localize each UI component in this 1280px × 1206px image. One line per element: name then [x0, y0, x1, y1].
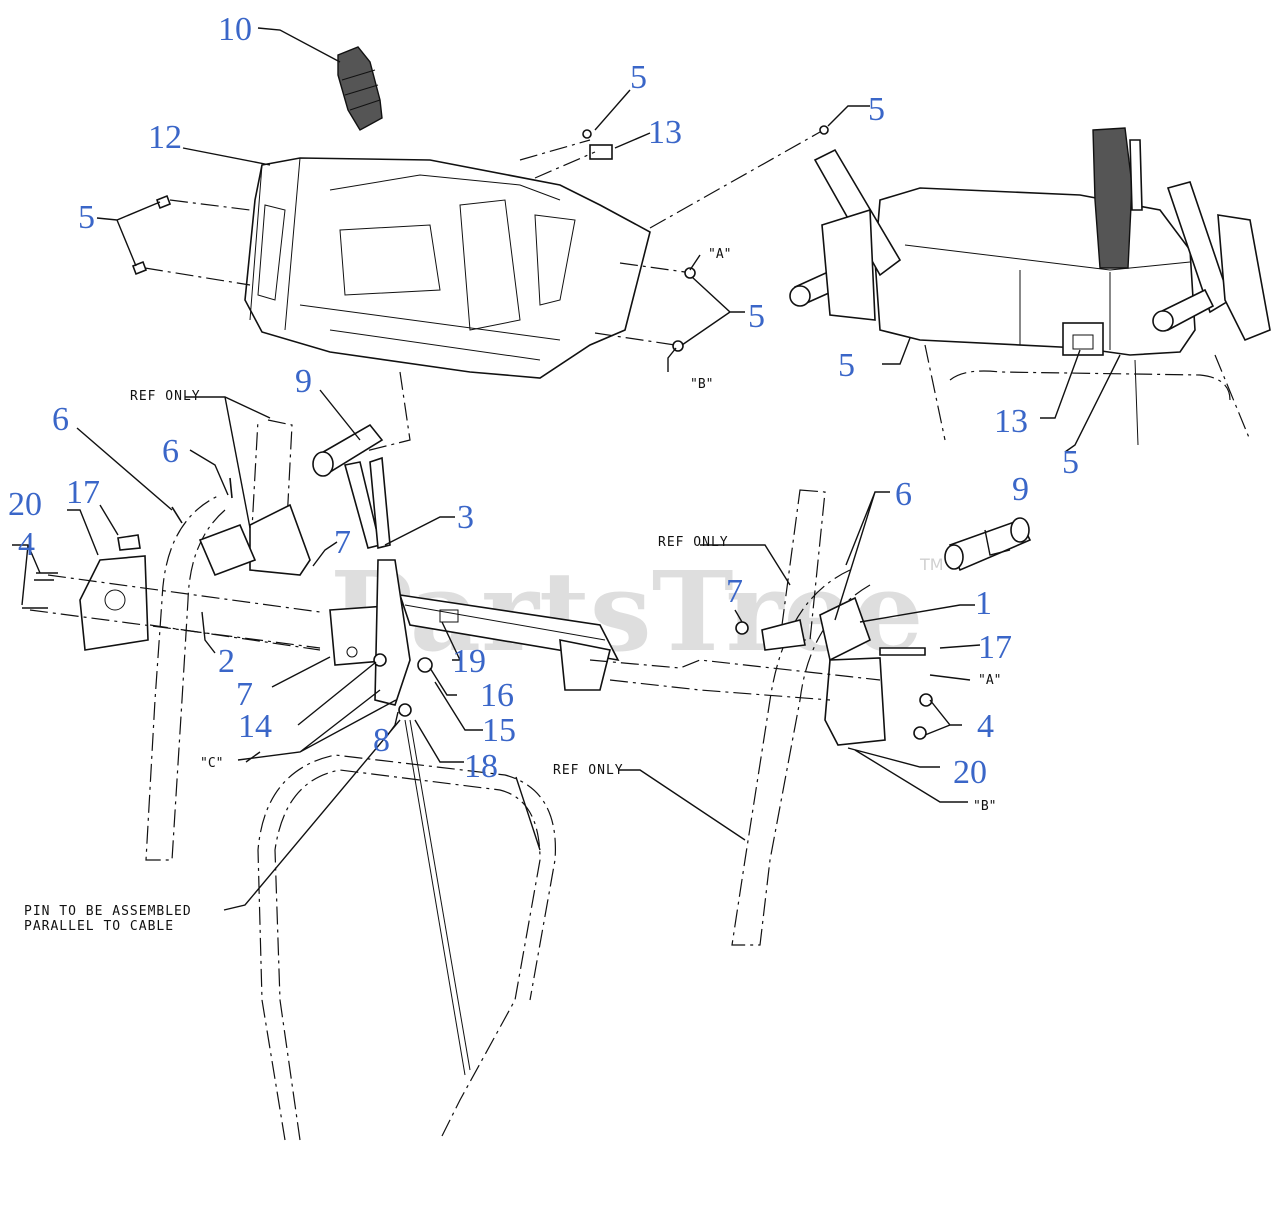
lower-handle-frame [257, 719, 557, 1141]
callout-20-b: 20 [953, 754, 987, 791]
callout-2: 2 [218, 643, 235, 680]
callout-14: 14 [238, 708, 272, 745]
callout-3: 3 [457, 499, 474, 536]
callout-12: 12 [148, 119, 182, 156]
callout-19: 19 [452, 643, 486, 680]
callout-5-c: 5 [868, 91, 885, 128]
callout-10: 10 [218, 11, 252, 48]
pin-note-line1: PIN TO BE ASSEMBLED [24, 904, 192, 919]
left-handle-assembly [22, 419, 311, 861]
marker-b-top: "B" [690, 377, 713, 392]
screw-5-e [819, 125, 829, 135]
pin-note-line2: PARALLEL TO CABLE [24, 919, 174, 934]
callout-7-b: 7 [236, 676, 253, 713]
callout-15: 15 [482, 712, 516, 749]
part-13-top [589, 144, 613, 160]
callout-5-d: 5 [748, 298, 765, 335]
markers: "A" "B" "C" "A" "B" [200, 247, 1001, 814]
marker-a-right: "A" [978, 673, 1001, 688]
control-panel-cover [244, 157, 651, 379]
watermark-tm: TM [919, 555, 944, 574]
marker-b-right: "B" [973, 799, 996, 814]
callout-18: 18 [464, 748, 498, 785]
callout-5-e: 5 [838, 347, 855, 384]
grip-9-left [312, 423, 384, 477]
ref-only-bottom: REF ONLY [553, 763, 624, 778]
shift-handle [337, 46, 383, 131]
assembled-view [789, 127, 1271, 446]
callout-6-a: 6 [52, 401, 69, 438]
callout-20-a: 20 [8, 486, 42, 523]
shift-bracket [329, 456, 620, 717]
ref-only-right: REF ONLY [658, 535, 729, 550]
screw-5-b1 [155, 194, 172, 210]
notes: REF ONLY REF ONLY REF ONLY PIN TO BE ASS… [24, 389, 729, 934]
callout-13-b: 13 [994, 403, 1028, 440]
callout-5-a: 5 [630, 59, 647, 96]
callout-7-a: 7 [334, 524, 351, 561]
screw-5-c [684, 267, 696, 279]
callout-4-b: 4 [977, 708, 994, 745]
leader-lines [12, 27, 1121, 911]
screw-5-a [582, 129, 592, 139]
callout-4-a: 4 [18, 526, 35, 563]
callout-16: 16 [480, 677, 514, 714]
callout-9-left: 9 [295, 363, 312, 400]
marker-a-top: "A" [708, 247, 731, 262]
callout-8: 8 [373, 722, 390, 759]
callout-17-b: 17 [978, 629, 1012, 666]
callout-6-c: 6 [895, 476, 912, 513]
grip-9-right [944, 517, 1032, 572]
right-handle-assembly [731, 489, 933, 946]
callout-13-a: 13 [648, 114, 682, 151]
callout-7-c: 7 [726, 573, 743, 610]
marker-c-left: "C" [200, 756, 223, 771]
callouts: 10 5 13 12 5 5 5 5 13 5 9 6 6 20 17 4 3 … [8, 11, 1079, 791]
ref-only-left: REF ONLY [130, 389, 201, 404]
callout-1: 1 [975, 585, 992, 622]
callout-17-a: 17 [66, 474, 100, 511]
callout-6-b: 6 [162, 433, 179, 470]
callout-9-right: 9 [1012, 471, 1029, 508]
callout-5-f: 5 [1062, 444, 1079, 481]
callout-5-b: 5 [78, 199, 95, 236]
